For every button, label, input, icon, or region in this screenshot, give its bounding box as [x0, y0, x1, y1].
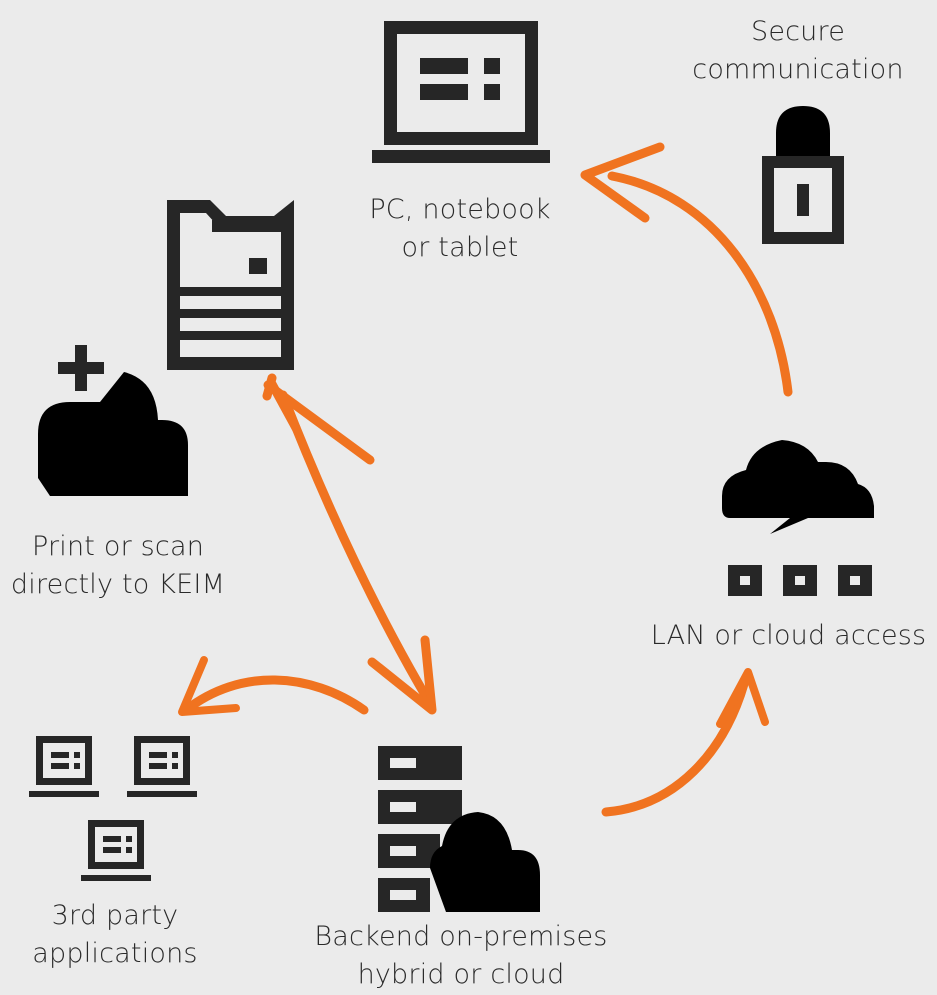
pc-label: PC, notebook or tablet — [340, 191, 580, 267]
arrow-printer-backend — [262, 373, 437, 715]
backend-label-line2: hybrid or cloud — [357, 959, 565, 990]
server-cloud-icon — [378, 746, 540, 912]
cloud-network-icon — [722, 440, 874, 596]
multifunction-printer-icon — [167, 200, 294, 370]
secure-label-line2: communication — [692, 54, 904, 85]
backend-label-line1: Backend on-premises — [314, 921, 608, 952]
arrow-lan-to-pc — [580, 142, 793, 397]
secure-label-line1: Secure — [750, 16, 846, 47]
cloud-plus-icon — [38, 345, 188, 496]
third-party-label-line1: 3rd party — [51, 900, 179, 931]
lan-label-line1: LAN or cloud access — [650, 620, 927, 651]
arrow-backend-to-3rdparty — [178, 656, 369, 716]
arrow-backend-to-lan — [601, 668, 769, 817]
print-scan-label: Print or scan directly to KEIM — [0, 528, 236, 604]
pc-label-line1: PC, notebook — [369, 194, 551, 225]
print-scan-label-line1: Print or scan — [31, 531, 205, 562]
secure-communication-label: Secure communication — [683, 13, 913, 89]
padlock-icon — [762, 106, 844, 244]
print-scan-label-line2: directly to KEIM — [10, 569, 226, 600]
third-party-label: 3rd party applications — [10, 897, 220, 973]
laptops-icon — [29, 736, 197, 881]
lan-label: LAN or cloud access — [640, 617, 937, 655]
backend-label: Backend on-premises hybrid or cloud — [306, 918, 616, 994]
third-party-label-line2: applications — [32, 938, 198, 969]
laptop-icon — [372, 21, 550, 163]
pc-label-line2: or tablet — [401, 232, 519, 263]
